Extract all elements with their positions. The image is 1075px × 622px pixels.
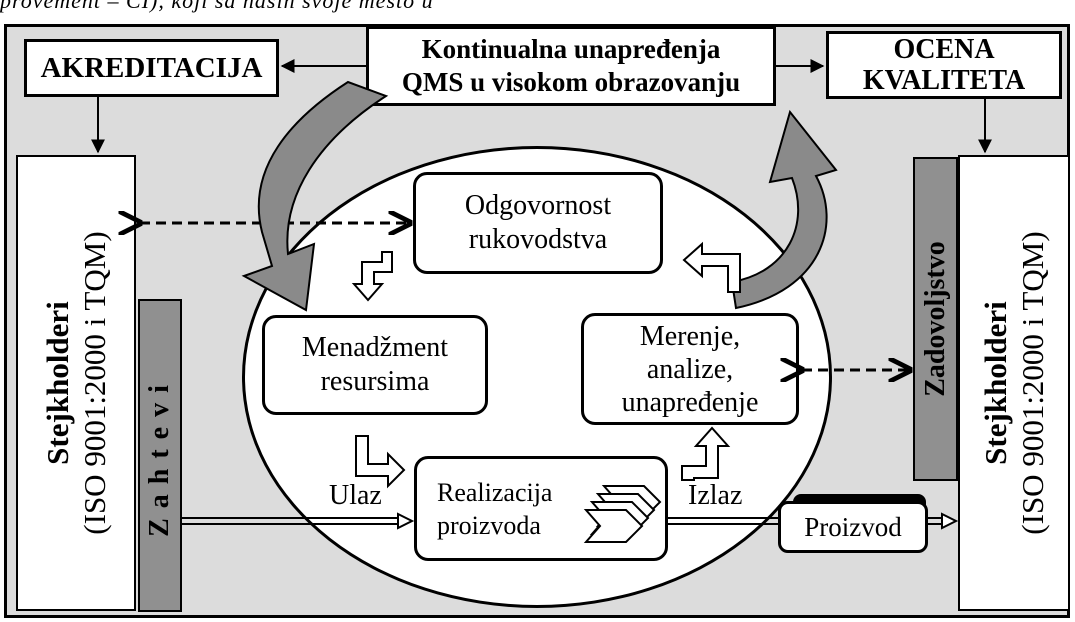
cycle-arrow-to-odgovornost — [682, 241, 741, 293]
merenje-line2: analize, — [646, 353, 734, 385]
proizvod-box: Proizvod — [778, 501, 928, 553]
header-fragment: provement – CI), koji sa naših svoje mes… — [0, 0, 434, 13]
menadzment-line2: resursima — [320, 366, 430, 397]
product-flow-arrow — [928, 512, 959, 530]
menadzment-resursima-box: Menadžment resursima — [262, 315, 488, 415]
stakeholders-right-box: Stejkholderi (ISO 9001:2000 i TQM) — [958, 155, 1070, 611]
zadovoljstvo-strip: Zadovoljstvo — [913, 157, 958, 481]
merenje-line1: Merenje, — [639, 320, 741, 352]
documents-stack-icon — [583, 485, 662, 543]
cycle-arrow-to-merenje — [681, 426, 731, 481]
merenje-line3: unapređenje — [621, 386, 759, 418]
ocena-kvaliteta-box: OCENA KVALITETA — [826, 31, 1062, 99]
curved-arrow-left — [241, 80, 389, 312]
odgovornost-line2: rukovodstva — [468, 224, 608, 255]
odgovornost-line1: Odgovornost — [464, 190, 612, 221]
realizacija-line2: proizvoda — [437, 510, 541, 540]
akreditacija-box: AKREDITACIJA — [24, 39, 279, 97]
curved-arrow-right — [730, 109, 838, 310]
ocena-line2: KVALITETA — [862, 65, 1026, 96]
input-flow-arrow — [182, 512, 415, 530]
kontinualna-line1: Kontinualna unapređenja — [421, 34, 721, 64]
stakeholders-left-box: Stejkholderi (ISO 9001:2000 i TQM) — [16, 155, 136, 611]
menadzment-line1: Menadžment — [301, 332, 449, 363]
ulaz-label: Ulaz — [329, 480, 382, 511]
output-flow-arrow — [668, 517, 778, 525]
kontinualna-line2: QMS u visokom obrazovanju — [401, 67, 741, 97]
cycle-arrow-to-realizacija — [355, 435, 406, 489]
ocena-line1: OCENA — [893, 34, 995, 65]
kontinualna-unapredjenja-box: Kontinualna unapređenja QMS u visokom ob… — [366, 26, 776, 106]
zahtevi-strip: Zahtevi — [138, 299, 182, 612]
merenje-analize-box: Merenje, analize, unapređenje — [581, 313, 799, 425]
izlaz-label: Izlaz — [688, 480, 743, 511]
realizacija-line1: Realizacija — [437, 477, 553, 507]
cycle-arrow-to-menadzment — [351, 251, 393, 302]
odgovornost-rukovodstva-box: Odgovornost rukovodstva — [413, 172, 663, 274]
